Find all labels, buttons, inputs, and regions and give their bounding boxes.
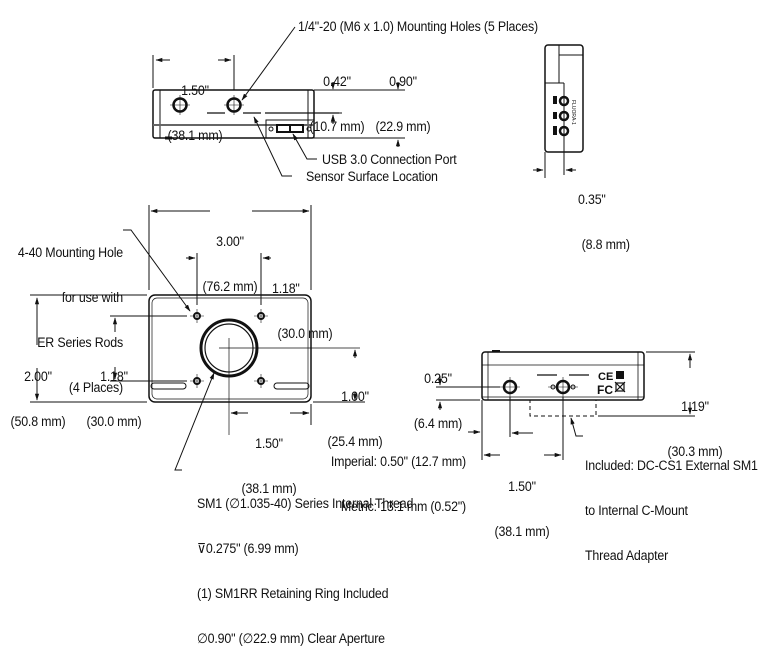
front-view (30, 205, 365, 471)
adapter-callout: Included: DC-CS1 External SM1 to Interna… (585, 428, 758, 578)
dim-metric: (8.8 mm) (581, 237, 630, 252)
dim-imperial: 1.19" (681, 399, 709, 414)
callout-line: ER Series Rods (37, 335, 123, 350)
flange-depth-label: Imperial: 0.50" (12.7 mm) Metric: 13.1 m… (304, 424, 466, 529)
dim-imperial: 2.00" (24, 369, 52, 384)
callout-line: for use with (61, 290, 123, 305)
callout-line: 4-40 Mounting Hole (17, 245, 123, 260)
dim-imperial: 1.50" (508, 479, 536, 494)
dim-metric: (30.3 mm) (667, 444, 723, 459)
callout-line: Included: DC-CS1 External SM1 (585, 458, 758, 473)
dim-imperial: 1.18" (100, 369, 128, 384)
dim-imperial: Imperial: 0.50" (12.7 mm) (330, 454, 466, 469)
dim-imperial: 1.50" (181, 83, 209, 98)
ce-mark: CE (598, 371, 613, 383)
center-offset-label: 1.50" (38.1 mm) (235, 406, 303, 511)
dim-metric: (38.1 mm) (241, 481, 297, 496)
dim-imperial: 3.00" (216, 234, 244, 249)
thickness-label: 0.90" (22.9 mm) (371, 44, 435, 149)
callout-line: (4 Places) (68, 380, 123, 395)
top-view (152, 26, 405, 177)
weee-mark (614, 381, 626, 393)
bottom-hole-spacing-label: 1.50" (38.1 mm) (488, 449, 556, 554)
fcc-mark: FC (597, 383, 613, 397)
callout-line: (1) SM1RR Retaining Ring Included (197, 586, 389, 601)
dim-imperial: 0.90" (389, 74, 417, 89)
dim-metric: (25.4 mm) (327, 434, 383, 449)
mounting-holes-callout: 1/4"-20 (M6 x 1.0) Mounting Holes (5 Pla… (298, 19, 538, 34)
callout-line: Thread Adapter (585, 548, 669, 563)
dim-metric: (22.9 mm) (375, 119, 431, 134)
side-offset-label: 0.35" (8.8 mm) (578, 162, 630, 267)
dim-metric: (30.0 mm) (86, 414, 142, 429)
svg-text:FLUORA-1: FLUORA-1 (570, 100, 576, 125)
dim-metric: (76.2 mm) (202, 279, 258, 294)
dim-imperial: 0.35" (578, 192, 606, 207)
dim-metric: (30.0 mm) (277, 326, 333, 341)
dim-imperial: 0.25" (424, 371, 452, 386)
front-width-label: 3.00" (76.2 mm) (198, 204, 262, 309)
rod-hole-callout: 4-40 Mounting Hole for use with ER Serie… (10, 215, 123, 410)
rod-spacing-h-label: 1.18" (30.0 mm) (272, 251, 333, 356)
dim-metric: Metric: 13.1 mm (0.52") (340, 499, 466, 514)
dim-metric: (50.8 mm) (10, 414, 66, 429)
callout-line: ⊽0.275" (6.99 mm) (197, 541, 299, 556)
callout-line: SM1 (∅1.035-40) Series Internal Thread (197, 496, 414, 511)
usb-port-callout: USB 3.0 Connection Port (322, 152, 457, 167)
sensor-offset-label: 0.42" (10.7 mm) (300, 44, 374, 149)
dim-imperial: 1.50" (255, 436, 283, 451)
dim-imperial: 1.18" (272, 281, 300, 296)
dim-imperial: 0.42" (323, 74, 351, 89)
front-view-body (148, 294, 312, 403)
center-height-label: 1.00" (25.4 mm) (323, 359, 387, 464)
callout-line: ∅0.90" (∅22.9 mm) Clear Aperture (197, 631, 385, 646)
dim-metric: (10.7 mm) (309, 119, 365, 134)
bottom-hole-offset-label: 0.25" (6.4 mm) (410, 341, 465, 446)
technical-drawing: FLUORA-1 (30, 26, 695, 471)
front-height-label: 2.00" (50.8 mm) (5, 339, 71, 444)
dim-metric: (6.4 mm) (413, 416, 463, 431)
bottom-view: CE FC (436, 350, 695, 460)
top-hole-spacing-label: 1.50" (38.1 mm) (158, 53, 232, 158)
sensor-surface-callout: Sensor Surface Location (306, 169, 438, 184)
dim-imperial: 1.00" (341, 389, 369, 404)
side-view: FLUORA-1 (533, 44, 584, 178)
dim-metric: (38.1 mm) (494, 524, 550, 539)
dim-metric: (38.1 mm) (167, 128, 223, 143)
bottom-height-label: 1.19" (30.3 mm) (660, 369, 730, 474)
callout-line: to Internal C-Mount (585, 503, 688, 518)
rod-spacing-v-label: 1.18" (30.0 mm) (81, 339, 147, 444)
ukca-mark (616, 371, 624, 379)
usb-port-housing (265, 119, 315, 139)
